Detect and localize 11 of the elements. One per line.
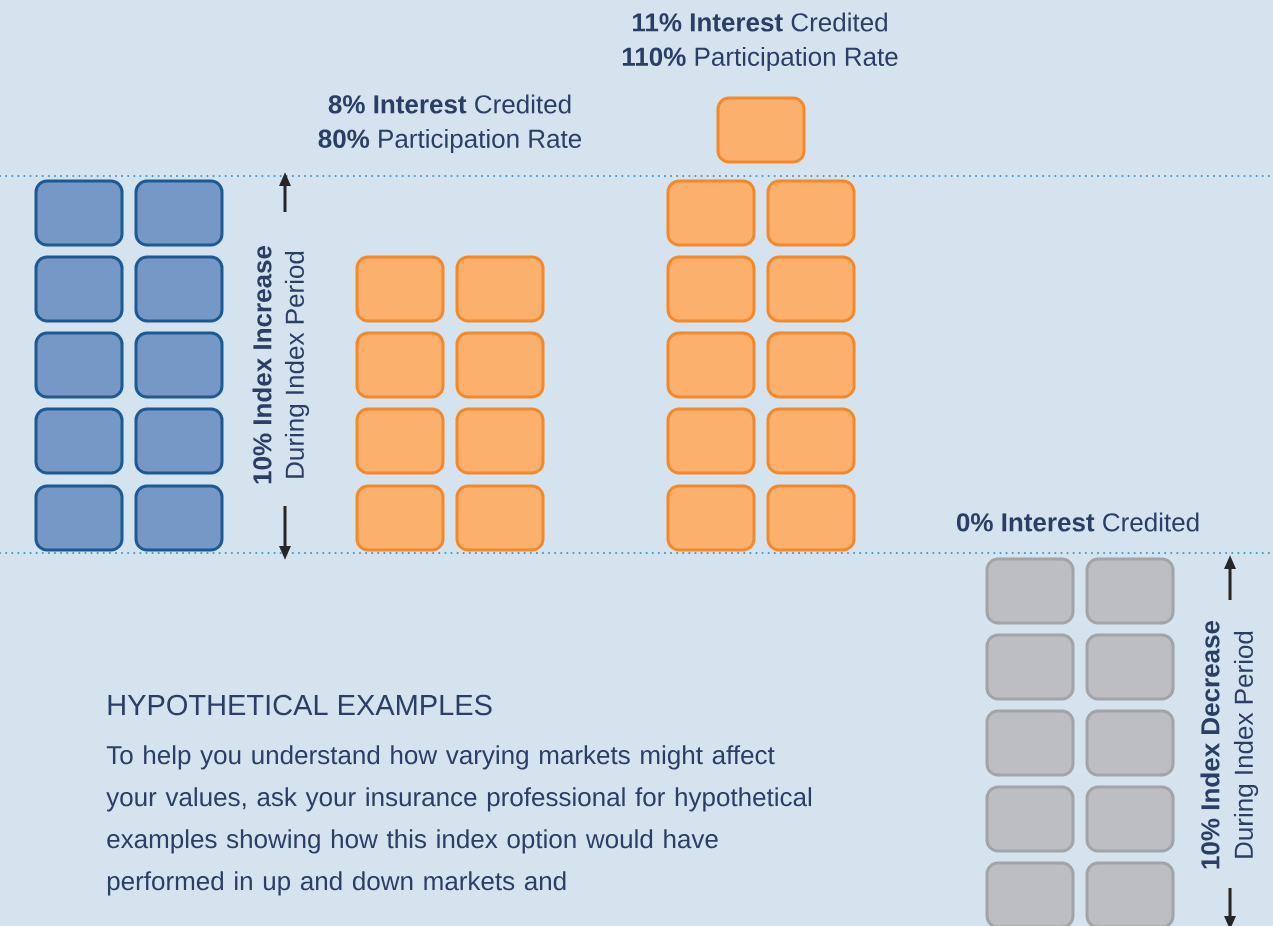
rotated-label: 10% Index Decrease [1200, 620, 1220, 869]
rotated-label: During Index Period [1233, 631, 1259, 858]
rotated-label: 10% Index Increase [252, 246, 272, 484]
heading: HYPOTHETICAL EXAMPLES [108, 694, 492, 716]
interest-label: 0% Interest Credited [956, 512, 1199, 532]
rotated-label: During Index Period [284, 251, 310, 478]
paragraph: To help you understand how varying markets might affect your values, ask your insurance professional for hypothetical examples showing how this index option would have performed in up and down markets and [106, 745, 812, 896]
rate-label: 110% Participation Rate [622, 46, 898, 72]
interest-label: 8% Interest Credited [328, 94, 571, 114]
interest-label: 11% Interest Credited [633, 12, 887, 32]
rate-label: 80% Participation Rate [318, 128, 582, 154]
